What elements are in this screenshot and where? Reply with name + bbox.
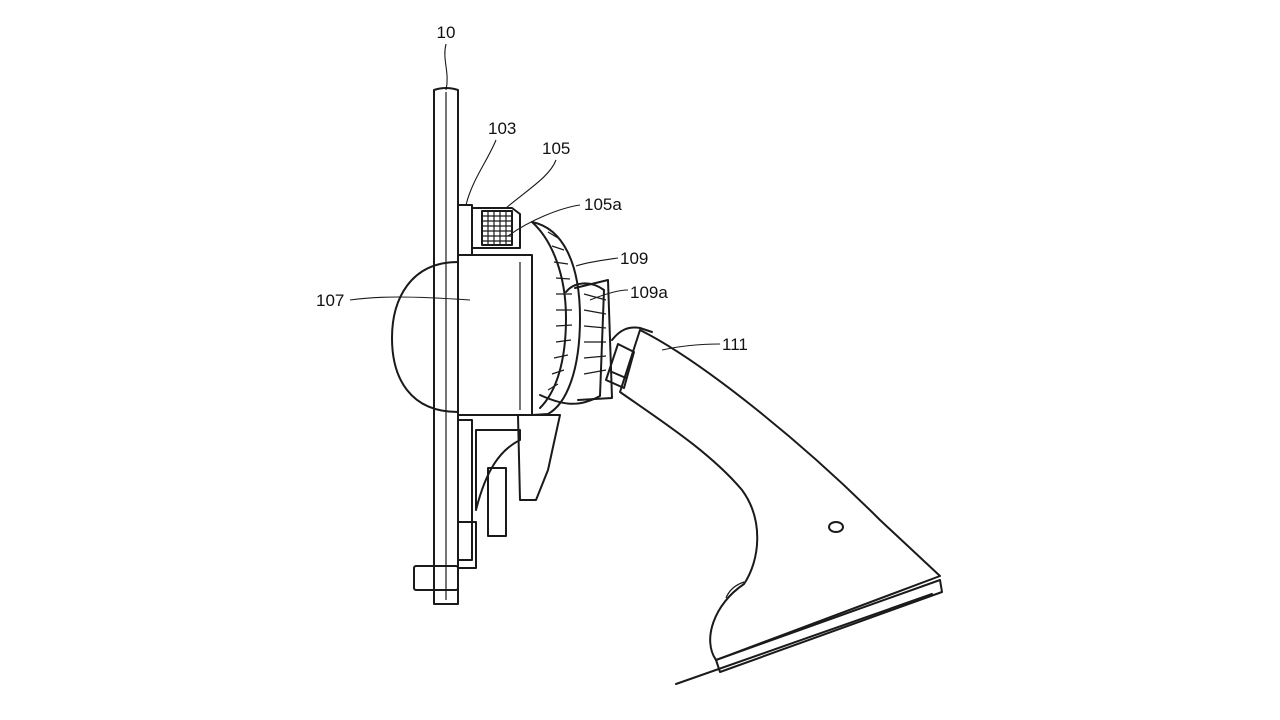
leader-105a	[507, 204, 581, 237]
leader-109a	[589, 289, 629, 301]
reference-labels: 10 103 105 105a 109 109a 107 111	[316, 23, 748, 354]
ball-joint	[391, 254, 533, 416]
leader-109	[575, 257, 619, 267]
label-111: 111	[722, 335, 748, 354]
leader-111	[661, 343, 721, 351]
mount-arm	[605, 326, 943, 685]
leader-103	[465, 139, 497, 206]
leader-10	[444, 43, 448, 91]
label-105: 105	[542, 139, 570, 158]
label-107: 107	[316, 291, 344, 310]
label-103: 103	[488, 119, 516, 138]
phone-plate	[413, 87, 477, 605]
leader-lines	[349, 43, 721, 351]
holder-plate	[457, 204, 473, 561]
leader-107	[349, 296, 471, 301]
label-10: 10	[437, 23, 456, 42]
label-109: 109	[620, 249, 648, 268]
label-105a: 105a	[584, 195, 622, 214]
vent-clip	[475, 221, 613, 537]
magnet-block	[471, 207, 521, 249]
leader-105	[505, 159, 557, 209]
vent-fins	[547, 231, 607, 391]
label-109a: 109a	[630, 283, 668, 302]
